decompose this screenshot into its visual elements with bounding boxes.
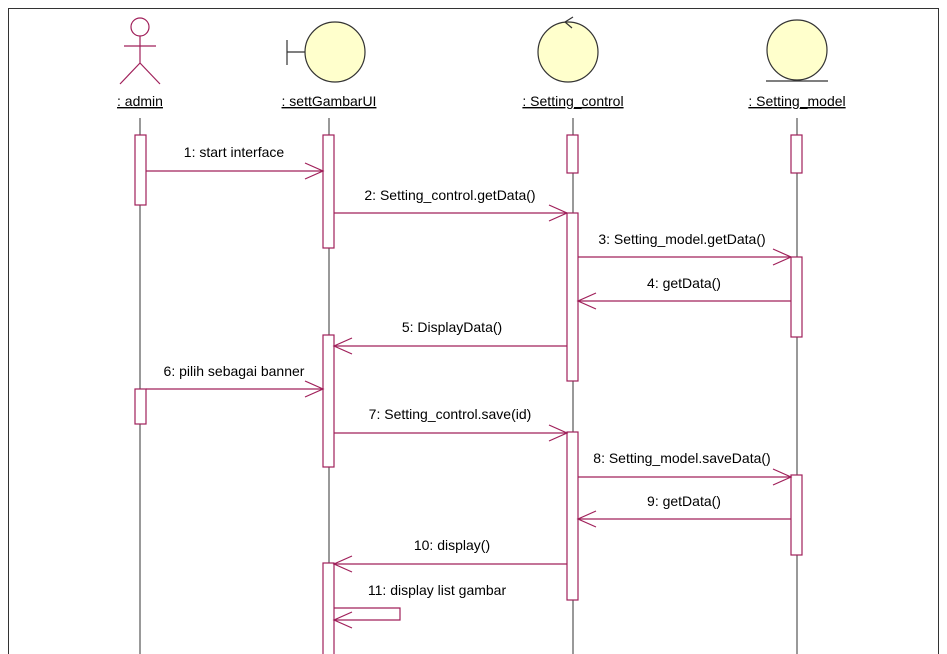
arrowhead-6 <box>304 380 325 398</box>
message-label-11: 11: display list gambar <box>368 582 507 598</box>
message-label-8: 8: Setting_model.saveData() <box>593 450 770 466</box>
activation-bars <box>134 134 803 654</box>
arrowhead-11 <box>332 611 353 629</box>
message-label-4: 4: getData() <box>647 275 721 291</box>
message-label-7: 7: Setting_control.save(id) <box>369 406 532 422</box>
message-labels: 1: start interface 2: Setting_control.ge… <box>164 144 771 598</box>
arrowhead-4 <box>576 292 597 310</box>
arrowhead-1 <box>304 162 325 180</box>
entity-icon <box>766 19 828 82</box>
activation-control-2 <box>566 212 579 382</box>
activation-model-3 <box>790 474 803 556</box>
arrowhead-9 <box>576 510 597 528</box>
message-label-5: 5: DisplayData() <box>402 319 502 335</box>
arrowhead-10 <box>332 555 353 573</box>
message-label-9: 9: getData() <box>647 493 721 509</box>
lifeline-label-settgambarui: : settGambarUI <box>282 93 377 109</box>
activation-control-1 <box>566 134 579 174</box>
arrowhead-8 <box>772 468 793 486</box>
activation-admin-1 <box>134 134 147 206</box>
arrowhead-7 <box>548 424 569 442</box>
activation-model-1 <box>790 134 803 174</box>
activation-admin-2 <box>134 388 147 425</box>
actor-icon <box>119 17 161 85</box>
lifeline-label-setting-model: : Setting_model <box>748 93 845 109</box>
boundary-icon <box>286 21 366 83</box>
lifeline-label-admin: : admin <box>117 93 163 109</box>
message-label-3: 3: Setting_model.getData() <box>598 231 765 247</box>
activation-model-2 <box>790 256 803 338</box>
activation-ui-1 <box>322 134 335 249</box>
message-label-10: 10: display() <box>414 537 490 553</box>
message-label-6: 6: pilih sebagai banner <box>164 363 305 379</box>
activation-control-3 <box>566 431 579 601</box>
messages <box>146 162 793 629</box>
activation-ui-3 <box>322 562 335 654</box>
message-label-1: 1: start interface <box>184 144 285 160</box>
lifeline-label-setting-control: : Setting_control <box>522 93 623 109</box>
message-arrow-11 <box>334 607 401 621</box>
activation-ui-2 <box>322 334 335 468</box>
message-label-2: 2: Setting_control.getData() <box>364 187 535 203</box>
arrowhead-3 <box>772 248 793 266</box>
control-icon <box>537 16 599 83</box>
arrowhead-5 <box>332 337 353 355</box>
arrowhead-2 <box>548 204 569 222</box>
diagram-frame <box>8 8 939 654</box>
